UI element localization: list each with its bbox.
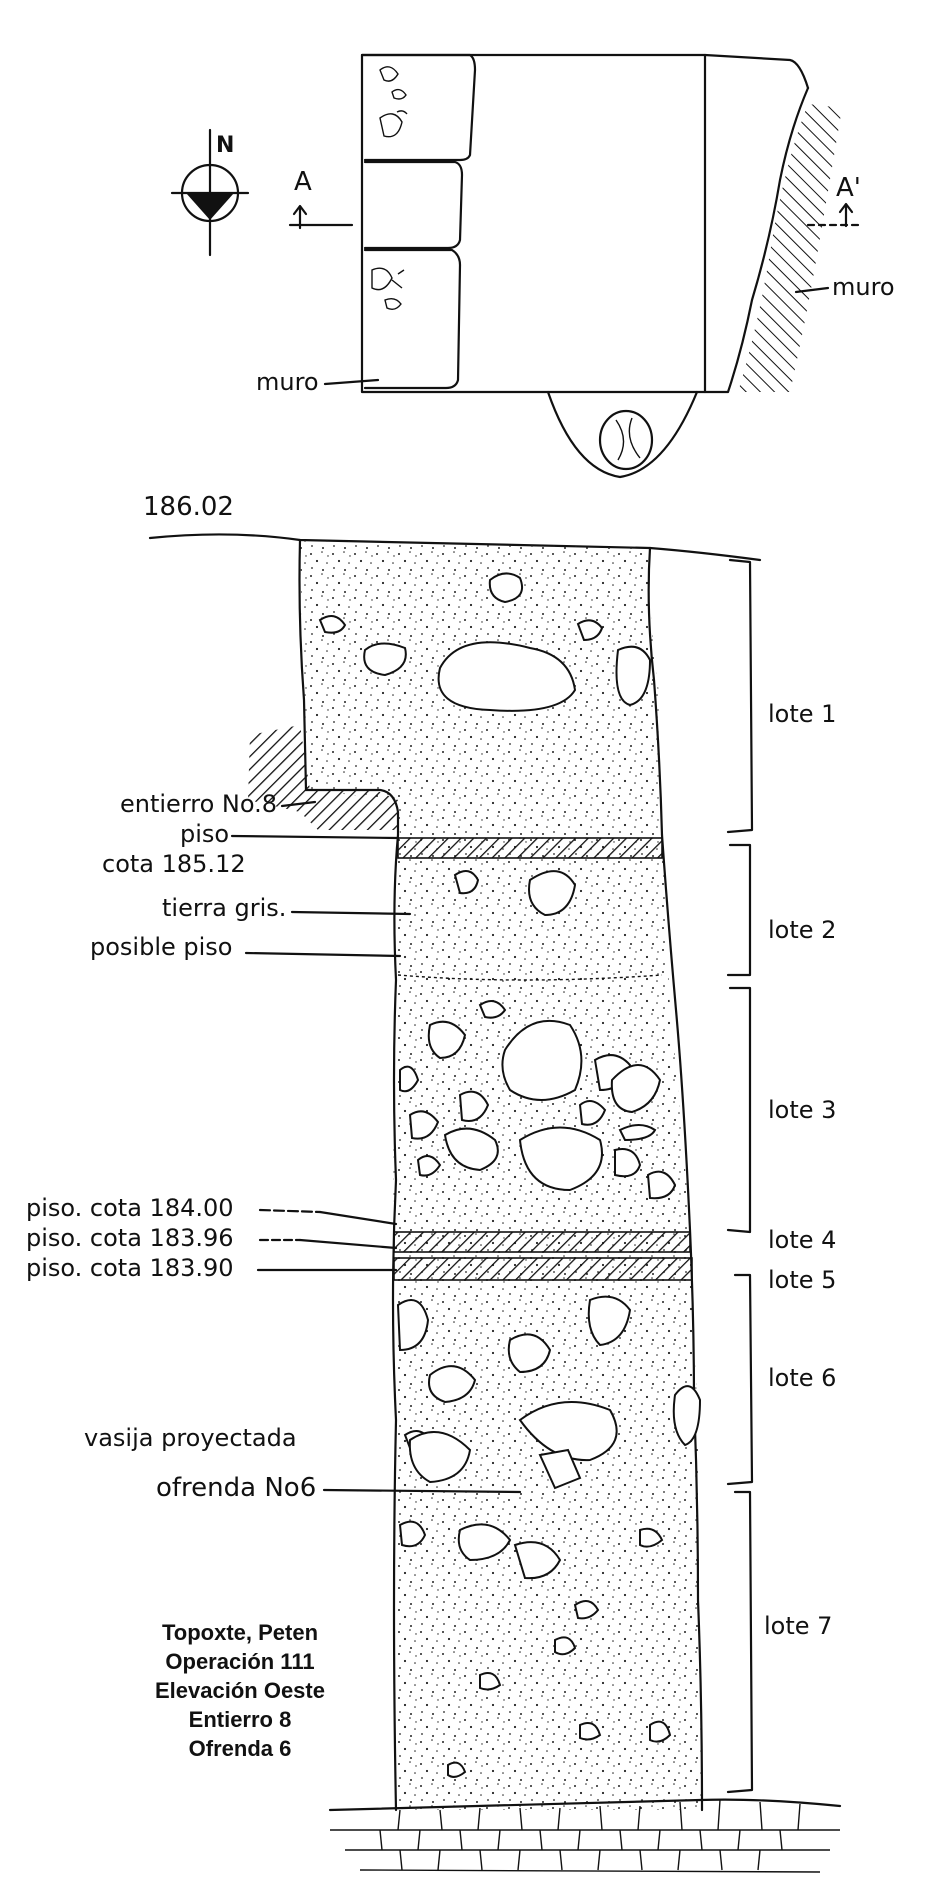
north-arrow-icon: N	[170, 128, 250, 257]
top-elevation-label: 186.02	[143, 492, 234, 522]
lot-label: lote 1	[768, 700, 836, 728]
bedrock	[328, 1798, 842, 1873]
annotation-floor-183-96: piso. cota 183.96	[26, 1224, 234, 1252]
section-profile: 186.02	[26, 492, 842, 1873]
annotation-projected-vessel: vasija proyectada	[84, 1424, 297, 1452]
caption-block: Topoxte, Peten Operación 111 Elevación O…	[110, 1618, 370, 1763]
lot-label: lote 3	[768, 1096, 836, 1124]
lot-brackets	[726, 558, 754, 1794]
floor-band	[393, 1257, 693, 1281]
caption-site: Topoxte, Peten	[161, 1620, 319, 1645]
floor-band	[393, 1231, 691, 1253]
annotation-grey-soil: tierra gris.	[162, 894, 286, 922]
section-marker-a-prime: A'	[806, 173, 864, 228]
section-marker-a: A	[288, 167, 354, 230]
annotation-floor: piso	[180, 820, 229, 848]
section-label-a-prime: A'	[836, 173, 861, 203]
lot-label: lote 2	[768, 916, 836, 944]
annotation-floor-183-90: piso. cota 183.90	[26, 1254, 234, 1282]
caption-offering: Ofrenda 6	[188, 1736, 292, 1761]
wall-label-left: muro	[256, 368, 319, 396]
annotations: entierro No.8 piso cota 185.12 tierra gr…	[26, 790, 522, 1503]
annotation-floor-184-00: piso. cota 184.00	[26, 1194, 234, 1222]
annotation-offering: ofrenda No6	[156, 1473, 316, 1503]
lot-label: lote 6	[768, 1364, 836, 1392]
annotation-elevation: cota 185.12	[102, 850, 246, 878]
rock-inclusions	[318, 572, 702, 1778]
lot-label: lote 4	[768, 1226, 836, 1254]
north-label: N	[216, 133, 234, 158]
caption-operation: Operación 111	[165, 1649, 315, 1674]
caption-view: Elevación Oeste	[155, 1678, 325, 1703]
lot-label: lote 5	[768, 1266, 836, 1294]
lot-label: lote 7	[764, 1612, 832, 1640]
plan-view: N A A' muro muro	[170, 53, 895, 479]
annotation-burial: entierro No.8	[120, 790, 277, 818]
wall-label-right: muro	[832, 273, 895, 301]
floor-band	[397, 837, 663, 859]
annotation-possible-floor: posible piso	[90, 933, 232, 961]
caption-burial: Entierro 8	[188, 1707, 292, 1732]
section-label-a: A	[294, 167, 312, 197]
